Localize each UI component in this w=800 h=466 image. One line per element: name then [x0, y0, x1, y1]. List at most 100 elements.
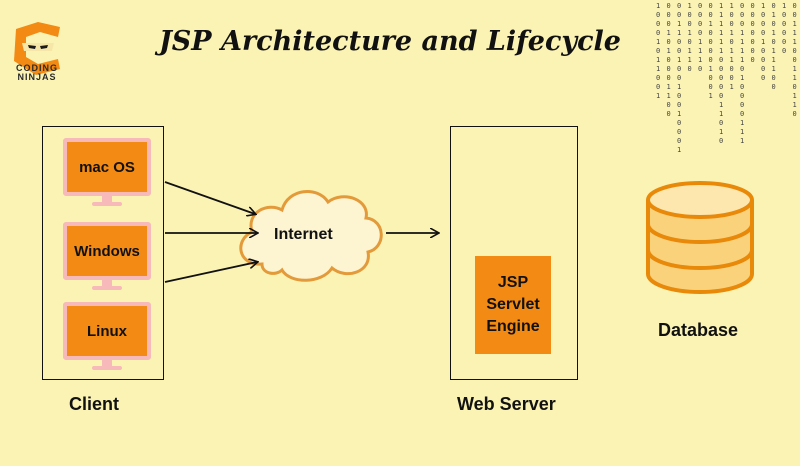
cloud-icon [239, 190, 383, 282]
binary-digit: 0 [740, 110, 744, 118]
coding-ninjas-logo-icon [14, 22, 60, 75]
binary-digit: 1 [719, 11, 723, 19]
binary-digit: 0 [751, 11, 755, 19]
binary-digit: 0 [772, 20, 776, 28]
binary-digit: 1 [688, 2, 692, 10]
binary-digit: 1 [793, 65, 797, 73]
page-title: JSP Architecture and Lifecycle [159, 26, 621, 57]
binary-digit: 0 [667, 110, 671, 118]
binary-digit: 0 [656, 74, 660, 82]
binary-digit: 1 [793, 38, 797, 46]
binary-digit: 0 [740, 20, 744, 28]
binary-digit: 1 [709, 65, 713, 73]
binary-digit: 1 [740, 119, 744, 127]
binary-digit: 1 [677, 110, 681, 118]
binary-digit: 1 [793, 74, 797, 82]
logo-text: CODING NINJAS [16, 63, 58, 82]
binary-digit: 1 [719, 47, 723, 55]
binary-digit: 0 [751, 29, 755, 37]
binary-digit: 1 [740, 38, 744, 46]
web-server-label: Web Server [457, 394, 556, 414]
binary-digit: 1 [656, 65, 660, 73]
binary-digit: 0 [656, 83, 660, 91]
binary-digit: 1 [709, 20, 713, 28]
binary-digit: 0 [730, 38, 734, 46]
binary-digit: 0 [751, 47, 755, 55]
binary-digit: 0 [751, 56, 755, 64]
binary-digit: 0 [740, 83, 744, 91]
binary-digit: 0 [730, 11, 734, 19]
binary-digit: 1 [772, 47, 776, 55]
binary-digit: 1 [740, 47, 744, 55]
binary-digit: 1 [698, 38, 702, 46]
binary-digit: 0 [719, 83, 723, 91]
computer-linux: Linux [63, 302, 151, 360]
binary-digit: 1 [772, 56, 776, 64]
binary-digit: 1 [667, 29, 671, 37]
monitor-base [92, 366, 122, 370]
binary-digit: 0 [688, 65, 692, 73]
binary-digit: 0 [793, 2, 797, 10]
binary-digit: 0 [688, 38, 692, 46]
binary-digit: 0 [709, 47, 713, 55]
binary-digit: 0 [793, 110, 797, 118]
binary-digit: 0 [709, 29, 713, 37]
monitor-stand [102, 360, 112, 366]
binary-digit: 0 [782, 29, 786, 37]
binary-digit: 0 [688, 20, 692, 28]
monitor-base [92, 286, 122, 290]
binary-digit: 1 [730, 29, 734, 37]
binary-digit: 1 [793, 101, 797, 109]
binary-digit: 0 [740, 65, 744, 73]
binary-digit: 0 [677, 101, 681, 109]
binary-digit: 0 [667, 65, 671, 73]
binary-digit: 0 [656, 47, 660, 55]
binary-digit: 0 [740, 2, 744, 10]
binary-digit: 1 [772, 29, 776, 37]
binary-digit: 1 [698, 47, 702, 55]
binary-digit: 0 [772, 38, 776, 46]
arrow-icon [164, 181, 255, 214]
binary-digit: 0 [667, 101, 671, 109]
binary-digit: 0 [730, 20, 734, 28]
binary-digit: 0 [677, 119, 681, 127]
binary-digit: 0 [677, 2, 681, 10]
binary-digit: 1 [730, 56, 734, 64]
binary-digit: 1 [719, 2, 723, 10]
binary-digit: 1 [677, 56, 681, 64]
web-server-box [450, 126, 578, 380]
computer-windows: Windows [63, 222, 151, 280]
binary-digit: 0 [719, 65, 723, 73]
binary-digit: 1 [656, 38, 660, 46]
binary-digit: 0 [698, 11, 702, 19]
binary-digit: 0 [761, 47, 765, 55]
internet-label: Internet [274, 226, 333, 243]
jsp-servlet-engine: JSP Servlet Engine [475, 256, 551, 354]
binary-digit: 0 [677, 128, 681, 136]
binary-digit: 0 [719, 119, 723, 127]
binary-digit: 0 [751, 20, 755, 28]
binary-digit: 1 [772, 11, 776, 19]
binary-digit: 0 [709, 2, 713, 10]
binary-digit: 1 [793, 20, 797, 28]
binary-digit: 1 [656, 92, 660, 100]
monitor-base [92, 202, 122, 206]
monitor-stand [102, 280, 112, 286]
binary-digit: 0 [772, 74, 776, 82]
binary-digit: 0 [667, 38, 671, 46]
binary-digit: 0 [656, 11, 660, 19]
binary-digit: 0 [782, 11, 786, 19]
binary-digit: 0 [698, 20, 702, 28]
binary-digit: 0 [677, 11, 681, 19]
binary-digit: 1 [740, 29, 744, 37]
binary-digit: 1 [719, 38, 723, 46]
binary-digit: 0 [761, 74, 765, 82]
binary-digit: 0 [656, 29, 660, 37]
binary-digit: 1 [730, 83, 734, 91]
binary-digit: 0 [698, 29, 702, 37]
binary-digit: 0 [667, 74, 671, 82]
binary-digit: 1 [667, 47, 671, 55]
binary-digit: 1 [677, 146, 681, 154]
binary-digit: 0 [667, 56, 671, 64]
database-label: Database [658, 320, 739, 340]
